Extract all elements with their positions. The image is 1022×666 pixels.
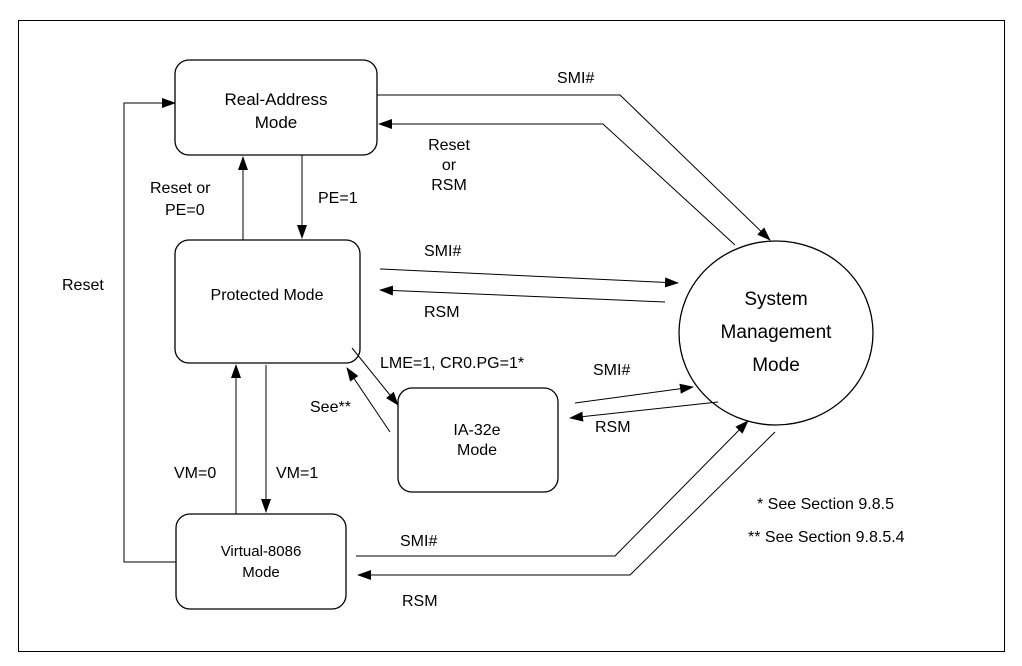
reset-rsm-label-2: or <box>442 157 457 174</box>
v86-smi-label: SMI# <box>400 533 437 550</box>
smm-label-2: Management <box>721 322 833 343</box>
protected-mode-label: Protected Mode <box>211 287 324 304</box>
vm0-label: VM=0 <box>174 465 216 482</box>
reset-label: Reset <box>62 277 104 294</box>
ia32e-smi-label: SMI# <box>593 362 630 379</box>
v86-smi-arrow <box>356 420 749 557</box>
lme-label: LME=1, CR0.PG=1* <box>380 355 524 372</box>
ia32e-label-1: IA-32e <box>453 422 500 439</box>
v86-rsm-label: RSM <box>402 593 438 610</box>
pe1-label: PE=1 <box>318 190 358 207</box>
smm-label-1: System <box>744 289 807 310</box>
vm1-label: VM=1 <box>276 465 318 482</box>
real-address-label-1: Real-Address <box>225 90 328 109</box>
reset-rsm-label-3: RSM <box>431 177 467 194</box>
pe0-label: PE=0 <box>165 202 205 219</box>
footnote-1: * See Section 9.8.5 <box>757 496 894 513</box>
protected-to-ia32e-arrow <box>351 347 399 406</box>
virtual-8086-mode-box <box>175 513 347 610</box>
ia32e-to-protected-arrow <box>346 367 391 433</box>
smm-label-3: Mode <box>752 355 800 376</box>
smm-to-protected-arrow <box>379 285 666 303</box>
protected-smi-label: SMI# <box>424 243 461 260</box>
reset-or-label: Reset or <box>150 180 211 197</box>
reset-arrow <box>123 98 176 563</box>
system-management-mode-ellipse <box>678 240 874 426</box>
protected-smi-arrow <box>379 268 679 288</box>
real-smi-arrow <box>377 94 771 241</box>
protected-mode-box <box>174 239 361 364</box>
virtual-8086-label-2: Mode <box>242 564 280 581</box>
smm-to-v86-arrow <box>357 431 776 580</box>
smm-to-real-arrow <box>378 119 736 246</box>
reset-rsm-label-1: Reset <box>428 137 470 154</box>
real-smi-label: SMI# <box>557 70 594 87</box>
smm-to-ia32e-arrow <box>569 401 719 422</box>
real-address-label-2: Mode <box>255 113 298 132</box>
ia32e-mode-box <box>397 387 559 493</box>
virtual-8086-label-1: Virtual-8086 <box>221 543 302 560</box>
protected-rsm-label: RSM <box>424 304 460 321</box>
ia32e-label-2: Mode <box>457 442 497 459</box>
diagram-frame <box>18 20 1005 652</box>
footnote-2: ** See Section 9.8.5.4 <box>748 529 905 546</box>
ia32e-rsm-label: RSM <box>595 419 631 436</box>
see-label: See** <box>310 399 351 416</box>
ia32e-smi-arrow <box>574 383 694 404</box>
